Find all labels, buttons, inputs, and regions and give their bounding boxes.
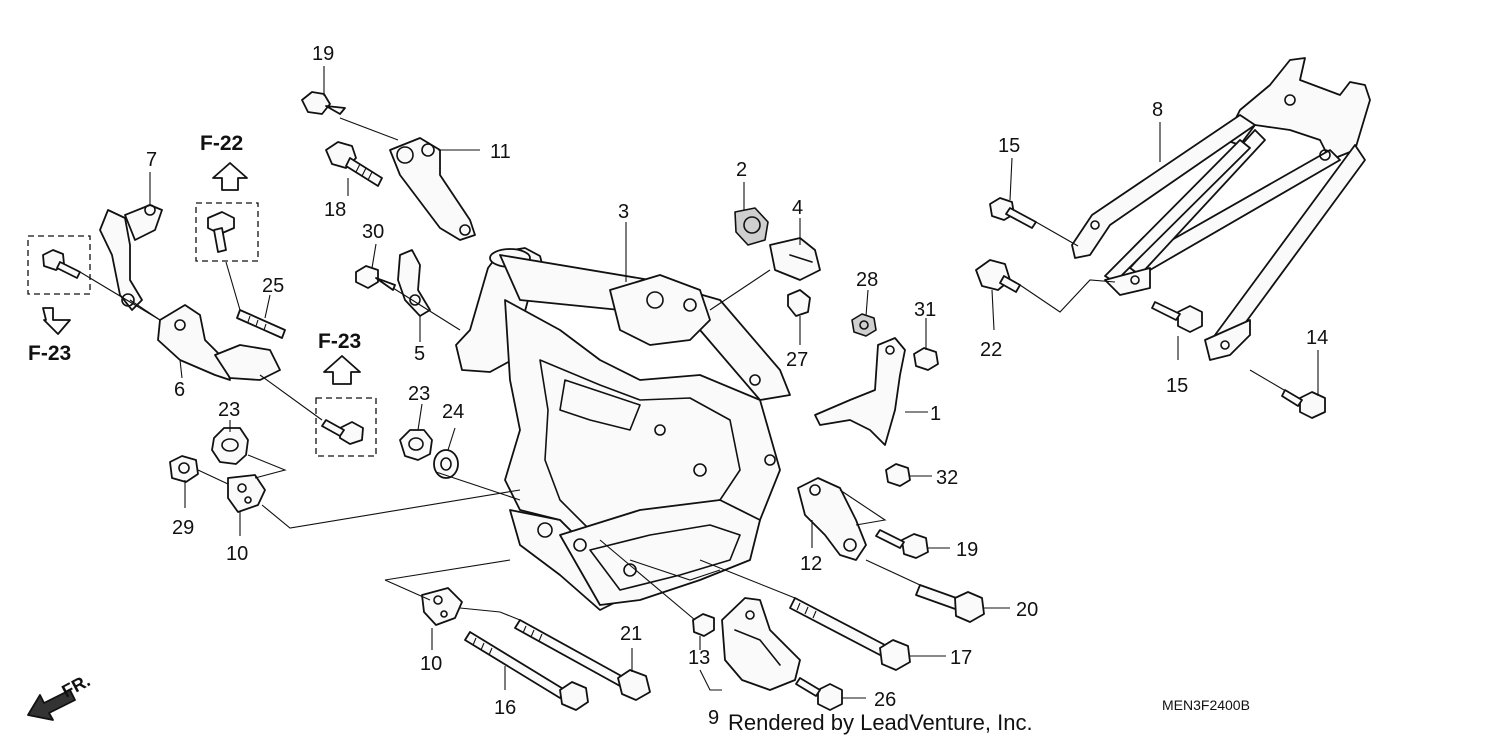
ref-arrow-f23-mid xyxy=(323,355,361,385)
ref-arrow-f22 xyxy=(212,162,248,191)
bolt-14[interactable] xyxy=(1281,389,1326,419)
part-27[interactable] xyxy=(787,289,811,317)
ref-arrow-f23-left xyxy=(42,307,71,335)
label-25: 25 xyxy=(262,275,284,297)
label-27: 27 xyxy=(786,349,808,371)
diagram-code: MEN3F2400B xyxy=(1162,697,1250,713)
nut-13[interactable] xyxy=(692,613,715,637)
main-frame[interactable] xyxy=(455,247,791,611)
ref-label-f23-mid: F-23 xyxy=(318,330,361,353)
bracket-7[interactable] xyxy=(99,204,163,311)
render-credit: Rendered by LeadVenture, Inc. xyxy=(728,710,1033,735)
label-18: 18 xyxy=(324,199,346,221)
label-23b: 23 xyxy=(408,383,430,405)
clip-30[interactable] xyxy=(355,265,396,291)
bolt-31[interactable] xyxy=(913,347,939,371)
bracket-12[interactable] xyxy=(797,477,867,561)
label-23a: 23 xyxy=(218,399,240,421)
label-6: 6 xyxy=(174,379,185,401)
part-2[interactable] xyxy=(734,207,769,246)
label-21: 21 xyxy=(620,623,642,645)
label-20: 20 xyxy=(1016,599,1038,621)
bracket-10-lower[interactable] xyxy=(421,587,463,626)
label-1: 1 xyxy=(930,403,941,425)
bolt-19-lower[interactable] xyxy=(875,529,929,559)
leader-lines xyxy=(79,66,1319,699)
part-number-labels: 19 11 18 7 30 25 5 6 3 2 4 27 28 31 1 32… xyxy=(146,43,1328,729)
label-10a: 10 xyxy=(226,543,248,565)
guard-9[interactable] xyxy=(721,597,801,691)
f22-detail[interactable] xyxy=(195,202,259,262)
bolt-15-top[interactable] xyxy=(989,197,1037,229)
label-7: 7 xyxy=(146,149,157,171)
label-24: 24 xyxy=(442,401,464,423)
label-30: 30 xyxy=(362,221,384,243)
nut-28[interactable] xyxy=(851,313,877,337)
label-19b: 19 xyxy=(956,539,978,561)
label-2: 2 xyxy=(736,159,747,181)
label-32: 32 xyxy=(936,467,958,489)
collar-23-lower[interactable] xyxy=(399,429,433,461)
bolt-20[interactable] xyxy=(915,584,985,623)
ref-label-f22: F-22 xyxy=(200,132,243,155)
nut-29[interactable] xyxy=(169,455,199,483)
bracket-11[interactable] xyxy=(389,137,476,241)
label-4: 4 xyxy=(792,197,803,219)
label-26: 26 xyxy=(874,689,896,711)
label-28: 28 xyxy=(856,269,878,291)
label-8: 8 xyxy=(1152,99,1163,121)
collar-23-upper[interactable] xyxy=(211,427,249,465)
part-4[interactable] xyxy=(769,237,821,281)
ref-label-f23-left: F-23 xyxy=(28,342,71,365)
label-10b: 10 xyxy=(420,653,442,675)
label-16: 16 xyxy=(494,697,516,719)
f23-left-detail[interactable] xyxy=(27,235,91,295)
part-5[interactable] xyxy=(397,249,431,317)
bolt-16[interactable] xyxy=(464,631,589,711)
label-17: 17 xyxy=(950,647,972,669)
washer-24[interactable] xyxy=(433,449,459,479)
label-11: 11 xyxy=(490,141,511,163)
bolt-15-lower[interactable] xyxy=(1151,301,1203,333)
nut-32[interactable] xyxy=(885,463,911,487)
label-22: 22 xyxy=(980,339,1002,361)
pin-25[interactable] xyxy=(236,309,286,339)
bolt-18[interactable] xyxy=(325,141,383,187)
label-15a: 15 xyxy=(998,135,1020,157)
bolt-22[interactable] xyxy=(975,259,1021,293)
front-arrow-icon xyxy=(27,689,76,721)
label-9: 9 xyxy=(708,707,719,729)
bolt-26[interactable] xyxy=(795,677,843,711)
label-15b: 15 xyxy=(1166,375,1188,397)
bracket-1[interactable] xyxy=(814,337,906,446)
f23-mid-detail[interactable] xyxy=(315,397,377,457)
reference-labels: F-22 F-23 F-23 FR. xyxy=(28,132,361,702)
label-3: 3 xyxy=(618,201,629,223)
label-29: 29 xyxy=(172,517,194,539)
label-13: 13 xyxy=(688,647,710,669)
bolt-19-top[interactable] xyxy=(301,91,346,115)
bracket-10-upper[interactable] xyxy=(227,474,266,513)
label-19a: 19 xyxy=(312,43,334,65)
label-14: 14 xyxy=(1306,327,1328,349)
bolt-17[interactable] xyxy=(789,597,911,671)
label-31: 31 xyxy=(914,299,936,321)
bolt-21[interactable] xyxy=(514,619,651,701)
label-12: 12 xyxy=(800,553,822,575)
label-5: 5 xyxy=(414,343,425,365)
part-6[interactable] xyxy=(157,304,281,381)
sub-frame[interactable] xyxy=(1071,57,1371,361)
